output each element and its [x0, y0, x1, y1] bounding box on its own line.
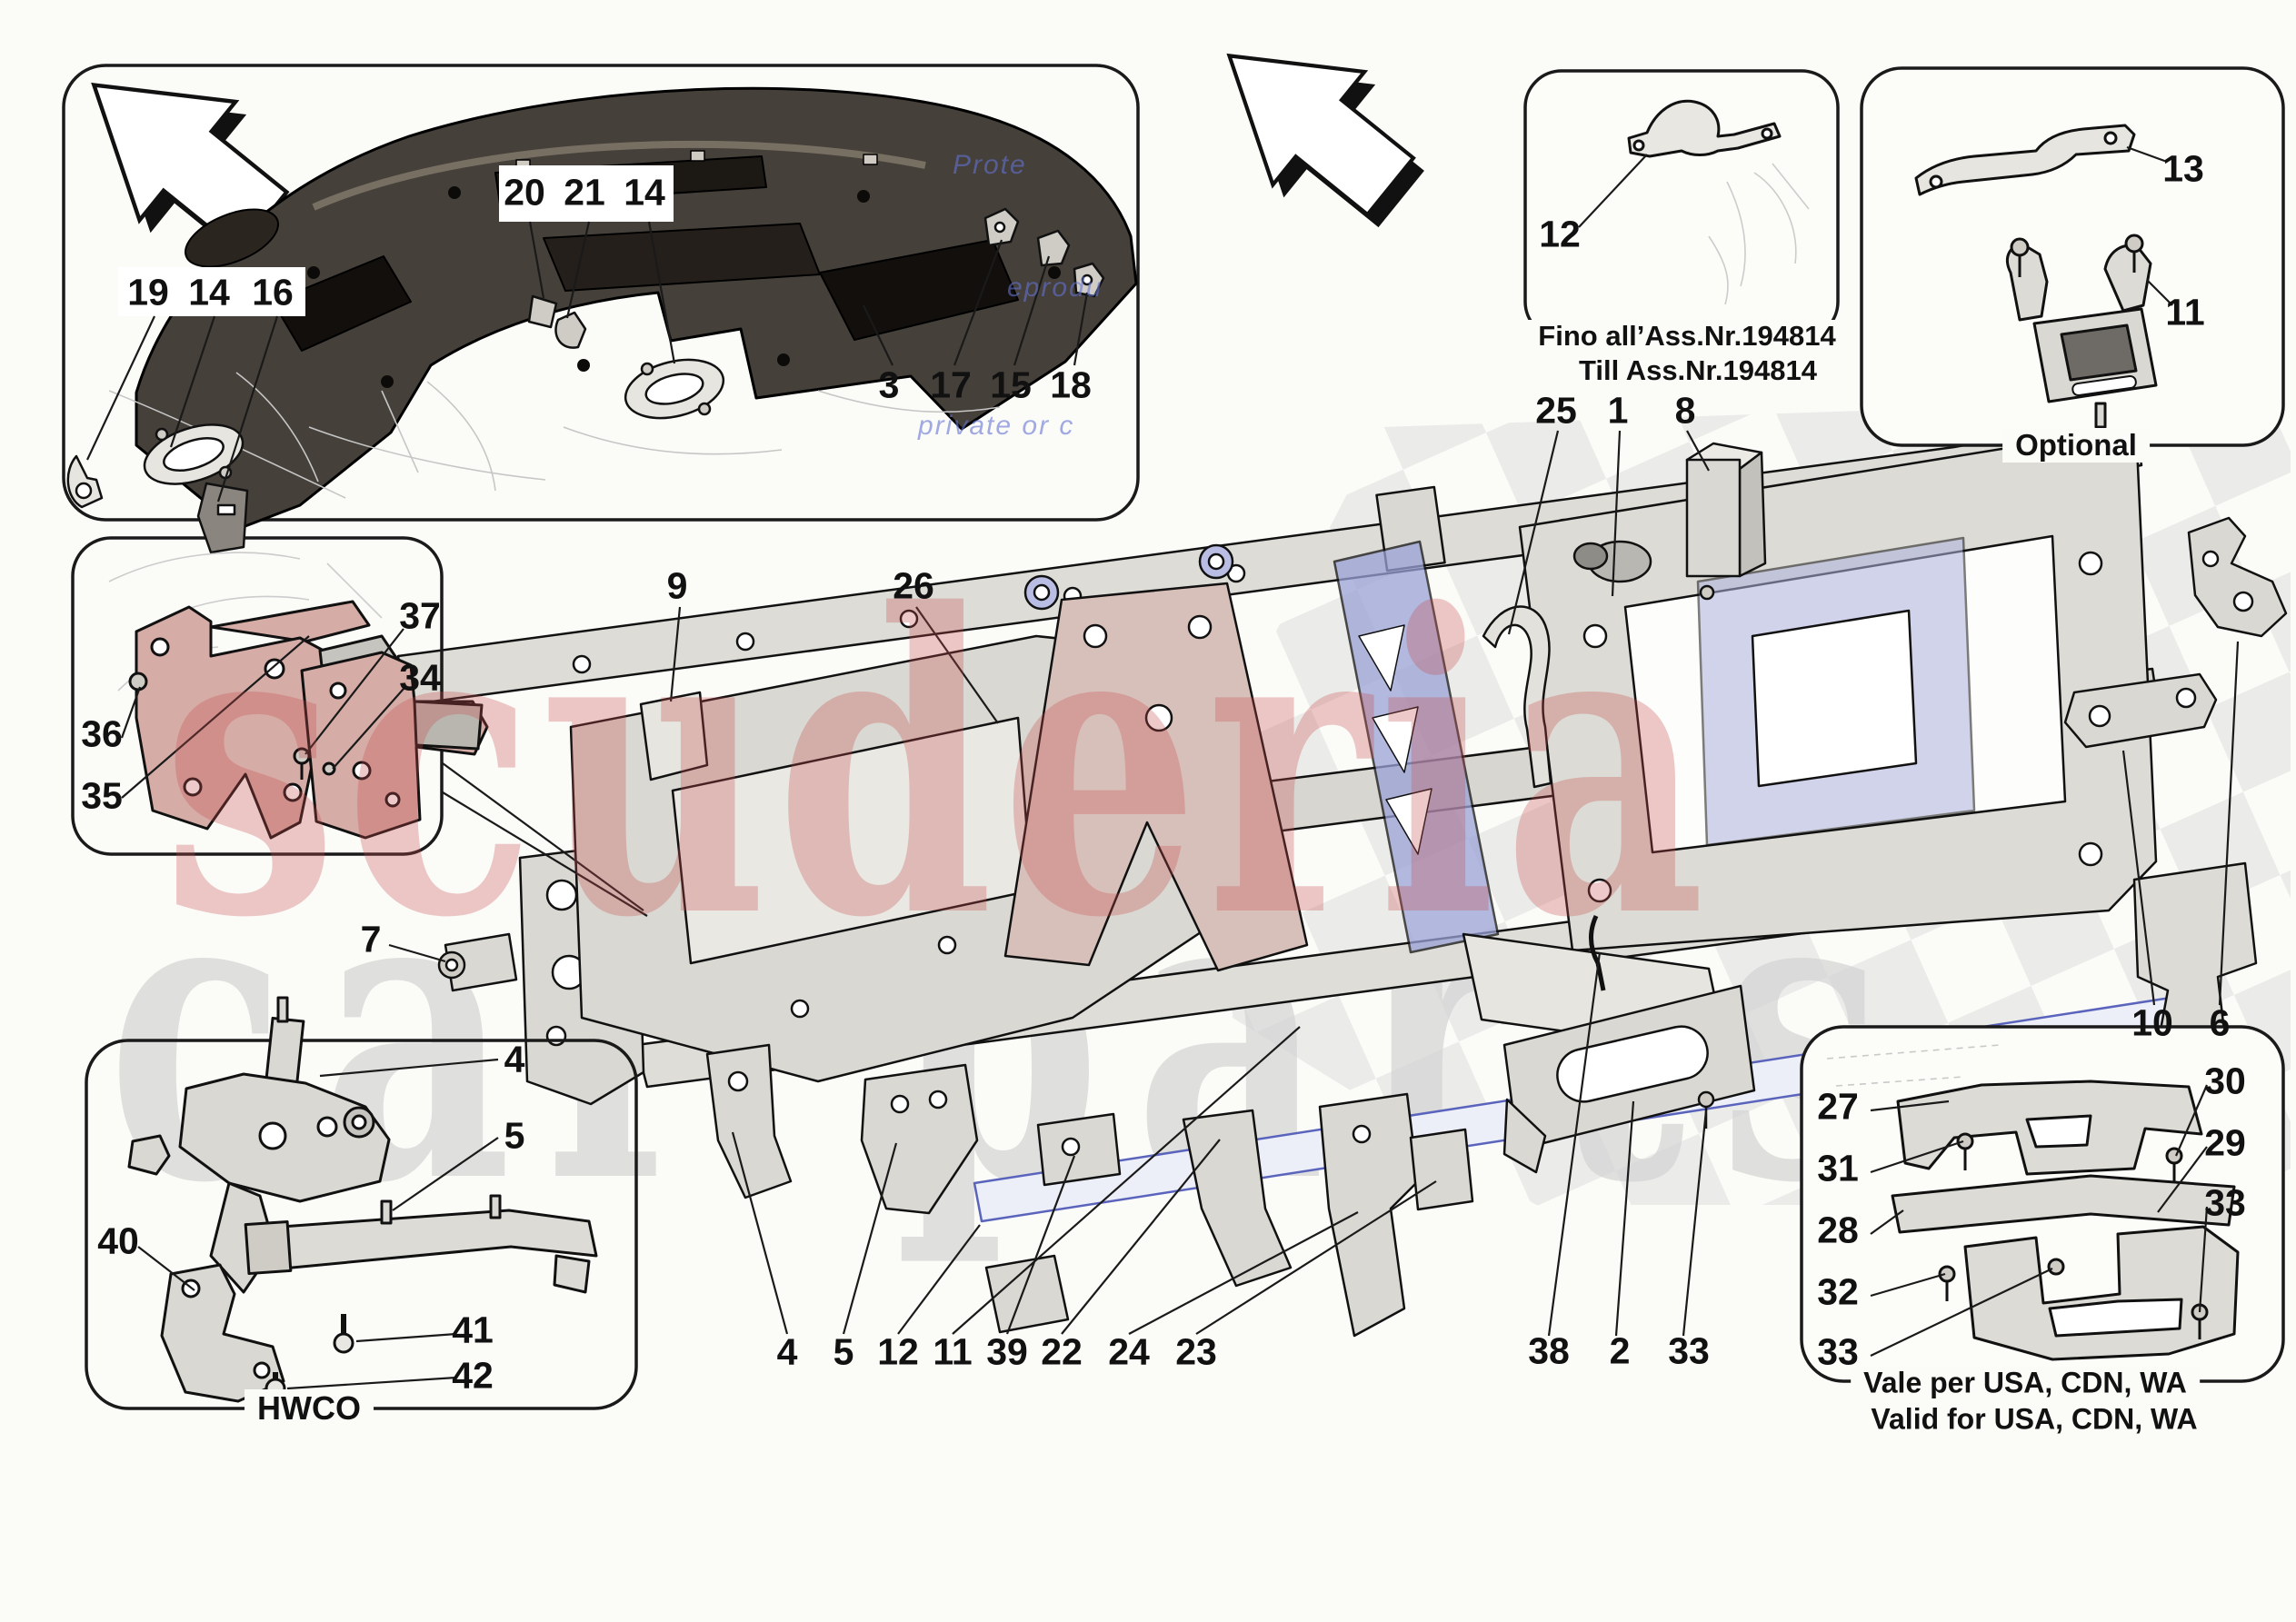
callout-dash-21: 21 — [564, 171, 605, 214]
callout-main-25: 25 — [1535, 389, 1577, 432]
callout-hwco-42: 42 — [452, 1354, 494, 1397]
callout-bottom-2: 2 — [1609, 1329, 1631, 1372]
hwco-inset-parts — [127, 996, 598, 1403]
hwco-caption: HWCO — [245, 1389, 374, 1428]
callout-bottom-33: 33 — [1668, 1329, 1710, 1372]
callout-usa-29: 29 — [2204, 1121, 2246, 1164]
callout-dash-16: 16 — [252, 271, 294, 313]
fino-caption-line1: Fino all’Ass.Nr.194814 — [1525, 320, 1849, 353]
fino-caption-line2: Till Ass.Nr.194814 — [1579, 354, 1817, 386]
callout-dash-3: 3 — [878, 363, 900, 406]
callout-usa-32: 32 — [1817, 1270, 1859, 1313]
leader-lines — [86, 145, 2240, 1390]
dashboard-panel-inset — [118, 86, 1138, 531]
callout-optional-13: 13 — [2162, 147, 2204, 190]
callout-main-26: 26 — [893, 564, 934, 607]
callout-dash-15: 15 — [990, 363, 1032, 406]
callout-hwco-41: 41 — [452, 1309, 494, 1351]
usa-inset-parts — [1826, 1044, 2240, 1361]
callout-dash-14b: 14 — [624, 171, 665, 214]
callout-main-1: 1 — [1607, 389, 1629, 432]
callout-hwco-40: 40 — [97, 1219, 139, 1262]
callout-bottom-11: 11 — [933, 1330, 973, 1373]
callout-usa-27: 27 — [1817, 1085, 1859, 1128]
callout-dash-14a: 14 — [188, 271, 230, 313]
callout-usa-33r: 33 — [2204, 1181, 2246, 1224]
callout-usa-28: 28 — [1817, 1209, 1859, 1251]
callout-main-8: 8 — [1674, 389, 1696, 432]
callout-main-7: 7 — [360, 918, 382, 960]
callout-dash-18: 18 — [1050, 363, 1092, 406]
callout-bottom-24: 24 — [1108, 1330, 1150, 1373]
callout-usa-33l: 33 — [1817, 1330, 1859, 1373]
callout-bottom-4: 4 — [776, 1330, 798, 1373]
callout-main-10: 10 — [2131, 1001, 2173, 1044]
callout-hwco-5: 5 — [504, 1114, 525, 1157]
dashboard-inset-parts — [66, 207, 1105, 554]
callout-bottom-12: 12 — [877, 1330, 919, 1373]
usa-caption-line2: Valid for USA, CDN, WA — [1871, 1402, 2198, 1436]
callout-bottom-22: 22 — [1041, 1330, 1083, 1373]
callout-optional-11: 11 — [2165, 291, 2205, 333]
callout-dash-20: 20 — [504, 171, 545, 214]
fino-inset-parts — [1627, 99, 1810, 305]
callout-inset-34: 34 — [399, 656, 441, 699]
callout-dash-17: 17 — [930, 363, 972, 406]
callout-dash-19: 19 — [127, 271, 169, 313]
callout-usa-31: 31 — [1817, 1147, 1859, 1189]
callout-bottom-5: 5 — [833, 1330, 854, 1373]
callout-inset-35: 35 — [81, 774, 123, 817]
callout-inset-36: 36 — [81, 712, 123, 755]
callout-bottom-23: 23 — [1175, 1330, 1217, 1373]
usa-caption-line1: Vale per USA, CDN, WA — [1851, 1366, 2200, 1400]
callout-main-6: 6 — [2209, 1001, 2231, 1044]
callout-inset-37: 37 — [399, 594, 441, 637]
callout-fino-12: 12 — [1539, 213, 1581, 255]
nw-arrow-icon — [1226, 53, 1424, 228]
callout-main-9: 9 — [666, 564, 688, 607]
callout-hwco-4: 4 — [504, 1038, 525, 1080]
callout-usa-30: 30 — [2204, 1060, 2246, 1102]
optional-caption: Optional — [2002, 428, 2150, 463]
callout-bottom-39: 39 — [986, 1330, 1028, 1373]
optional-inset-parts — [1914, 124, 2158, 429]
callout-bottom-38: 38 — [1528, 1329, 1570, 1372]
